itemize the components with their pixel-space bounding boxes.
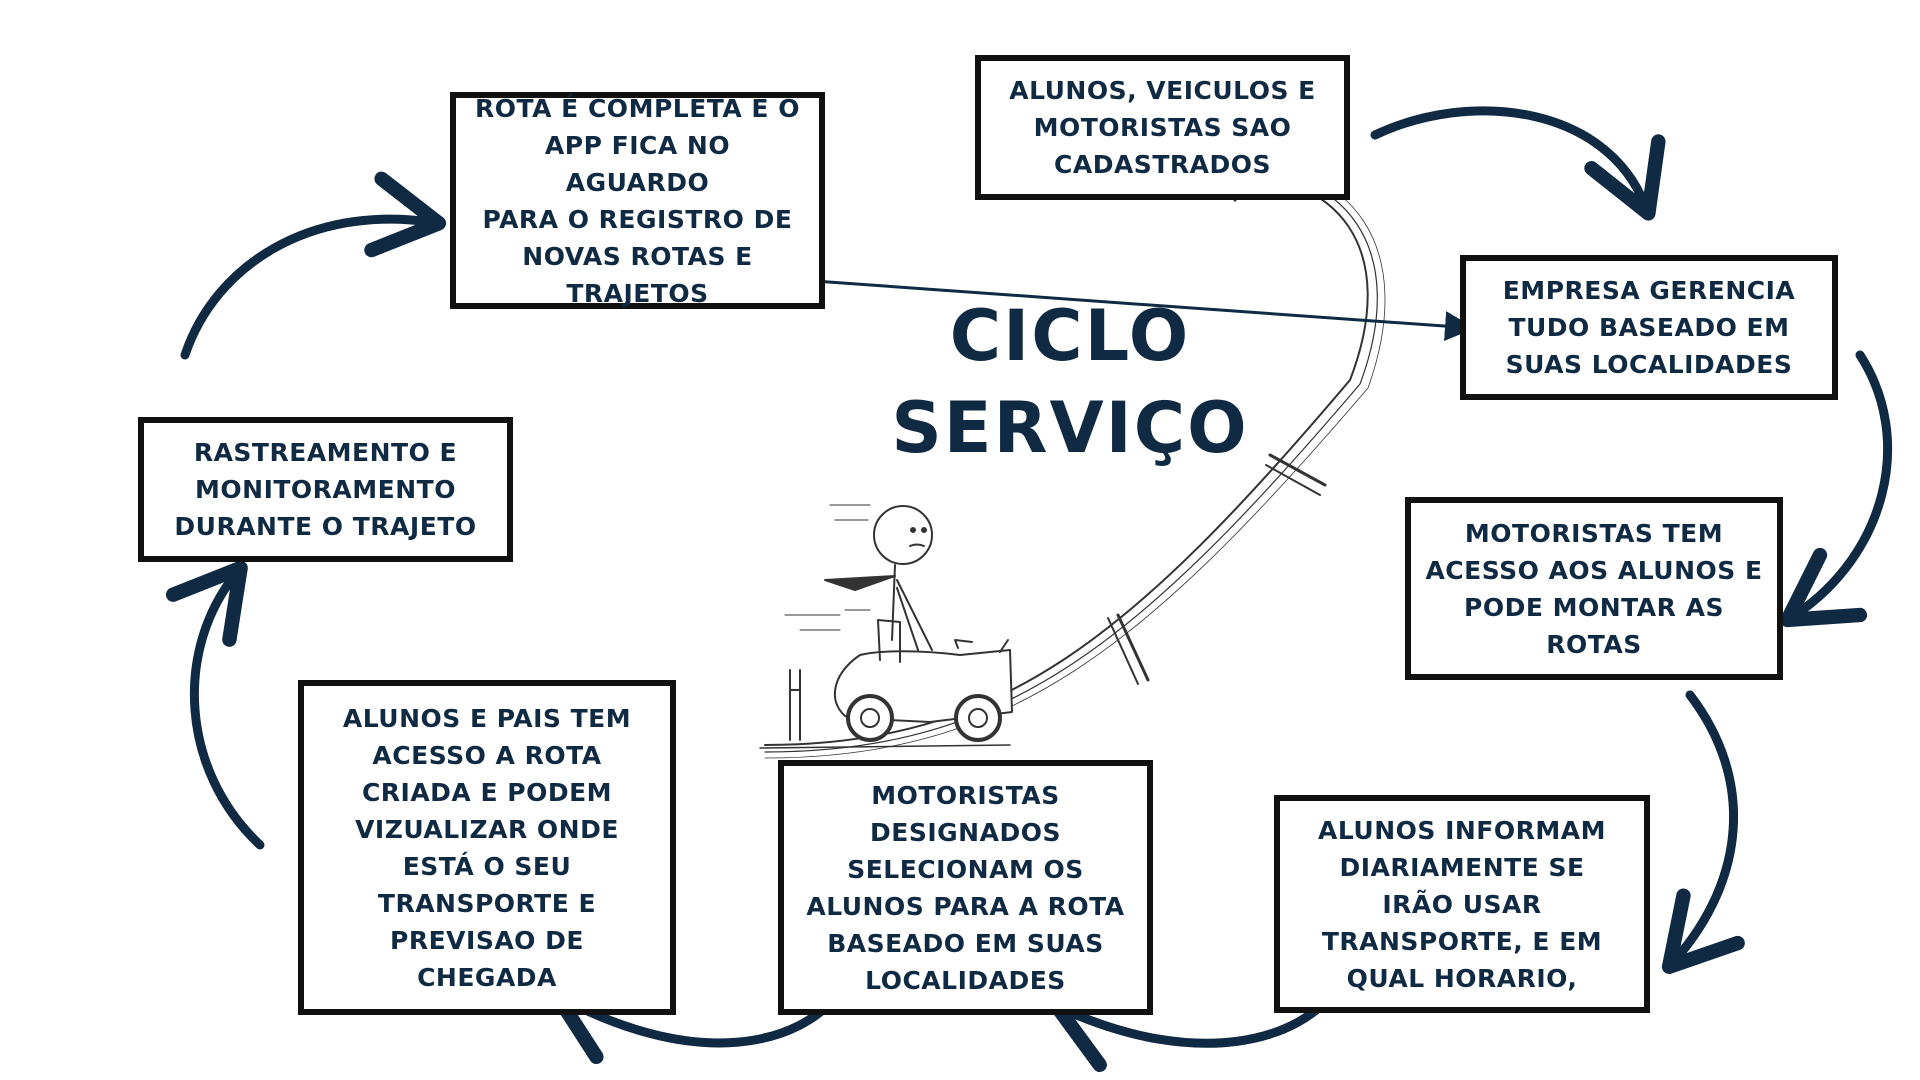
step-empresa-text: EMPRESA GERENCIA TUDO BASEADO EM SUAS LO… [1502, 276, 1796, 379]
diagram-title: CICLO SERVIÇO [880, 290, 1260, 490]
step-rota-completa-text: ROTA É COMPLETA E O APP FICA NO AGUARDO … [475, 93, 800, 308]
step-motoristas-designados-text: MOTORISTAS DESIGNADOS SELECIONAM OS ALUN… [806, 780, 1125, 995]
stick-figure-car-icon [784, 504, 1013, 742]
arrow-alunos-pais-to-rastreamento [165, 560, 265, 850]
arrow-empresa-to-motoristas [1780, 350, 1892, 628]
title-line-1: CICLO [949, 295, 1191, 377]
step-alunos-pais-text: ALUNOS E PAIS TEM ACESSO A ROTA CRIADA E… [342, 703, 632, 992]
step-motoristas-rotas-text: MOTORISTAS TEM ACESSO AOS ALUNOS E PODE … [1425, 518, 1763, 659]
arrow-rastreamento-to-rota-completa [180, 171, 447, 360]
arrow-cadastro-to-empresa [1370, 106, 1666, 221]
cycle-arrows [165, 106, 1892, 1073]
arrow-motoristas-to-alunos-informam [1661, 690, 1745, 974]
title-line-2: SERVIÇO [891, 387, 1249, 469]
step-cadastro-text: ALUNOS, VEICULOS E MOTORISTAS SAO CADAST… [1009, 76, 1316, 179]
step-motoristas-rotas-box: MOTORISTAS TEM ACESSO AOS ALUNOS E PODE … [1405, 497, 1783, 680]
step-rastreamento-box: RASTREAMENTO E MONITORAMENTO DURANTE O T… [138, 417, 513, 562]
arrow-rota-completa-to-empresa [771, 276, 1475, 342]
step-alunos-informam-text: ALUNOS INFORMAM DIARIAMENTE SE IRÃO USAR… [1318, 815, 1606, 993]
step-alunos-informam-box: ALUNOS INFORMAM DIARIAMENTE SE IRÃO USAR… [1274, 795, 1650, 1013]
step-rastreamento-text: RASTREAMENTO E MONITORAMENTO DURANTE O T… [174, 438, 477, 541]
step-motoristas-designados-box: MOTORISTAS DESIGNADOS SELECIONAM OS ALUN… [778, 760, 1153, 1015]
step-alunos-pais-box: ALUNOS E PAIS TEM ACESSO A ROTA CRIADA E… [298, 680, 676, 1015]
step-empresa-box: EMPRESA GERENCIA TUDO BASEADO EM SUAS LO… [1460, 255, 1838, 400]
step-cadastro-box: ALUNOS, VEICULOS E MOTORISTAS SAO CADAST… [975, 55, 1350, 200]
step-rota-completa-box: ROTA É COMPLETA E O APP FICA NO AGUARDO … [450, 92, 825, 309]
